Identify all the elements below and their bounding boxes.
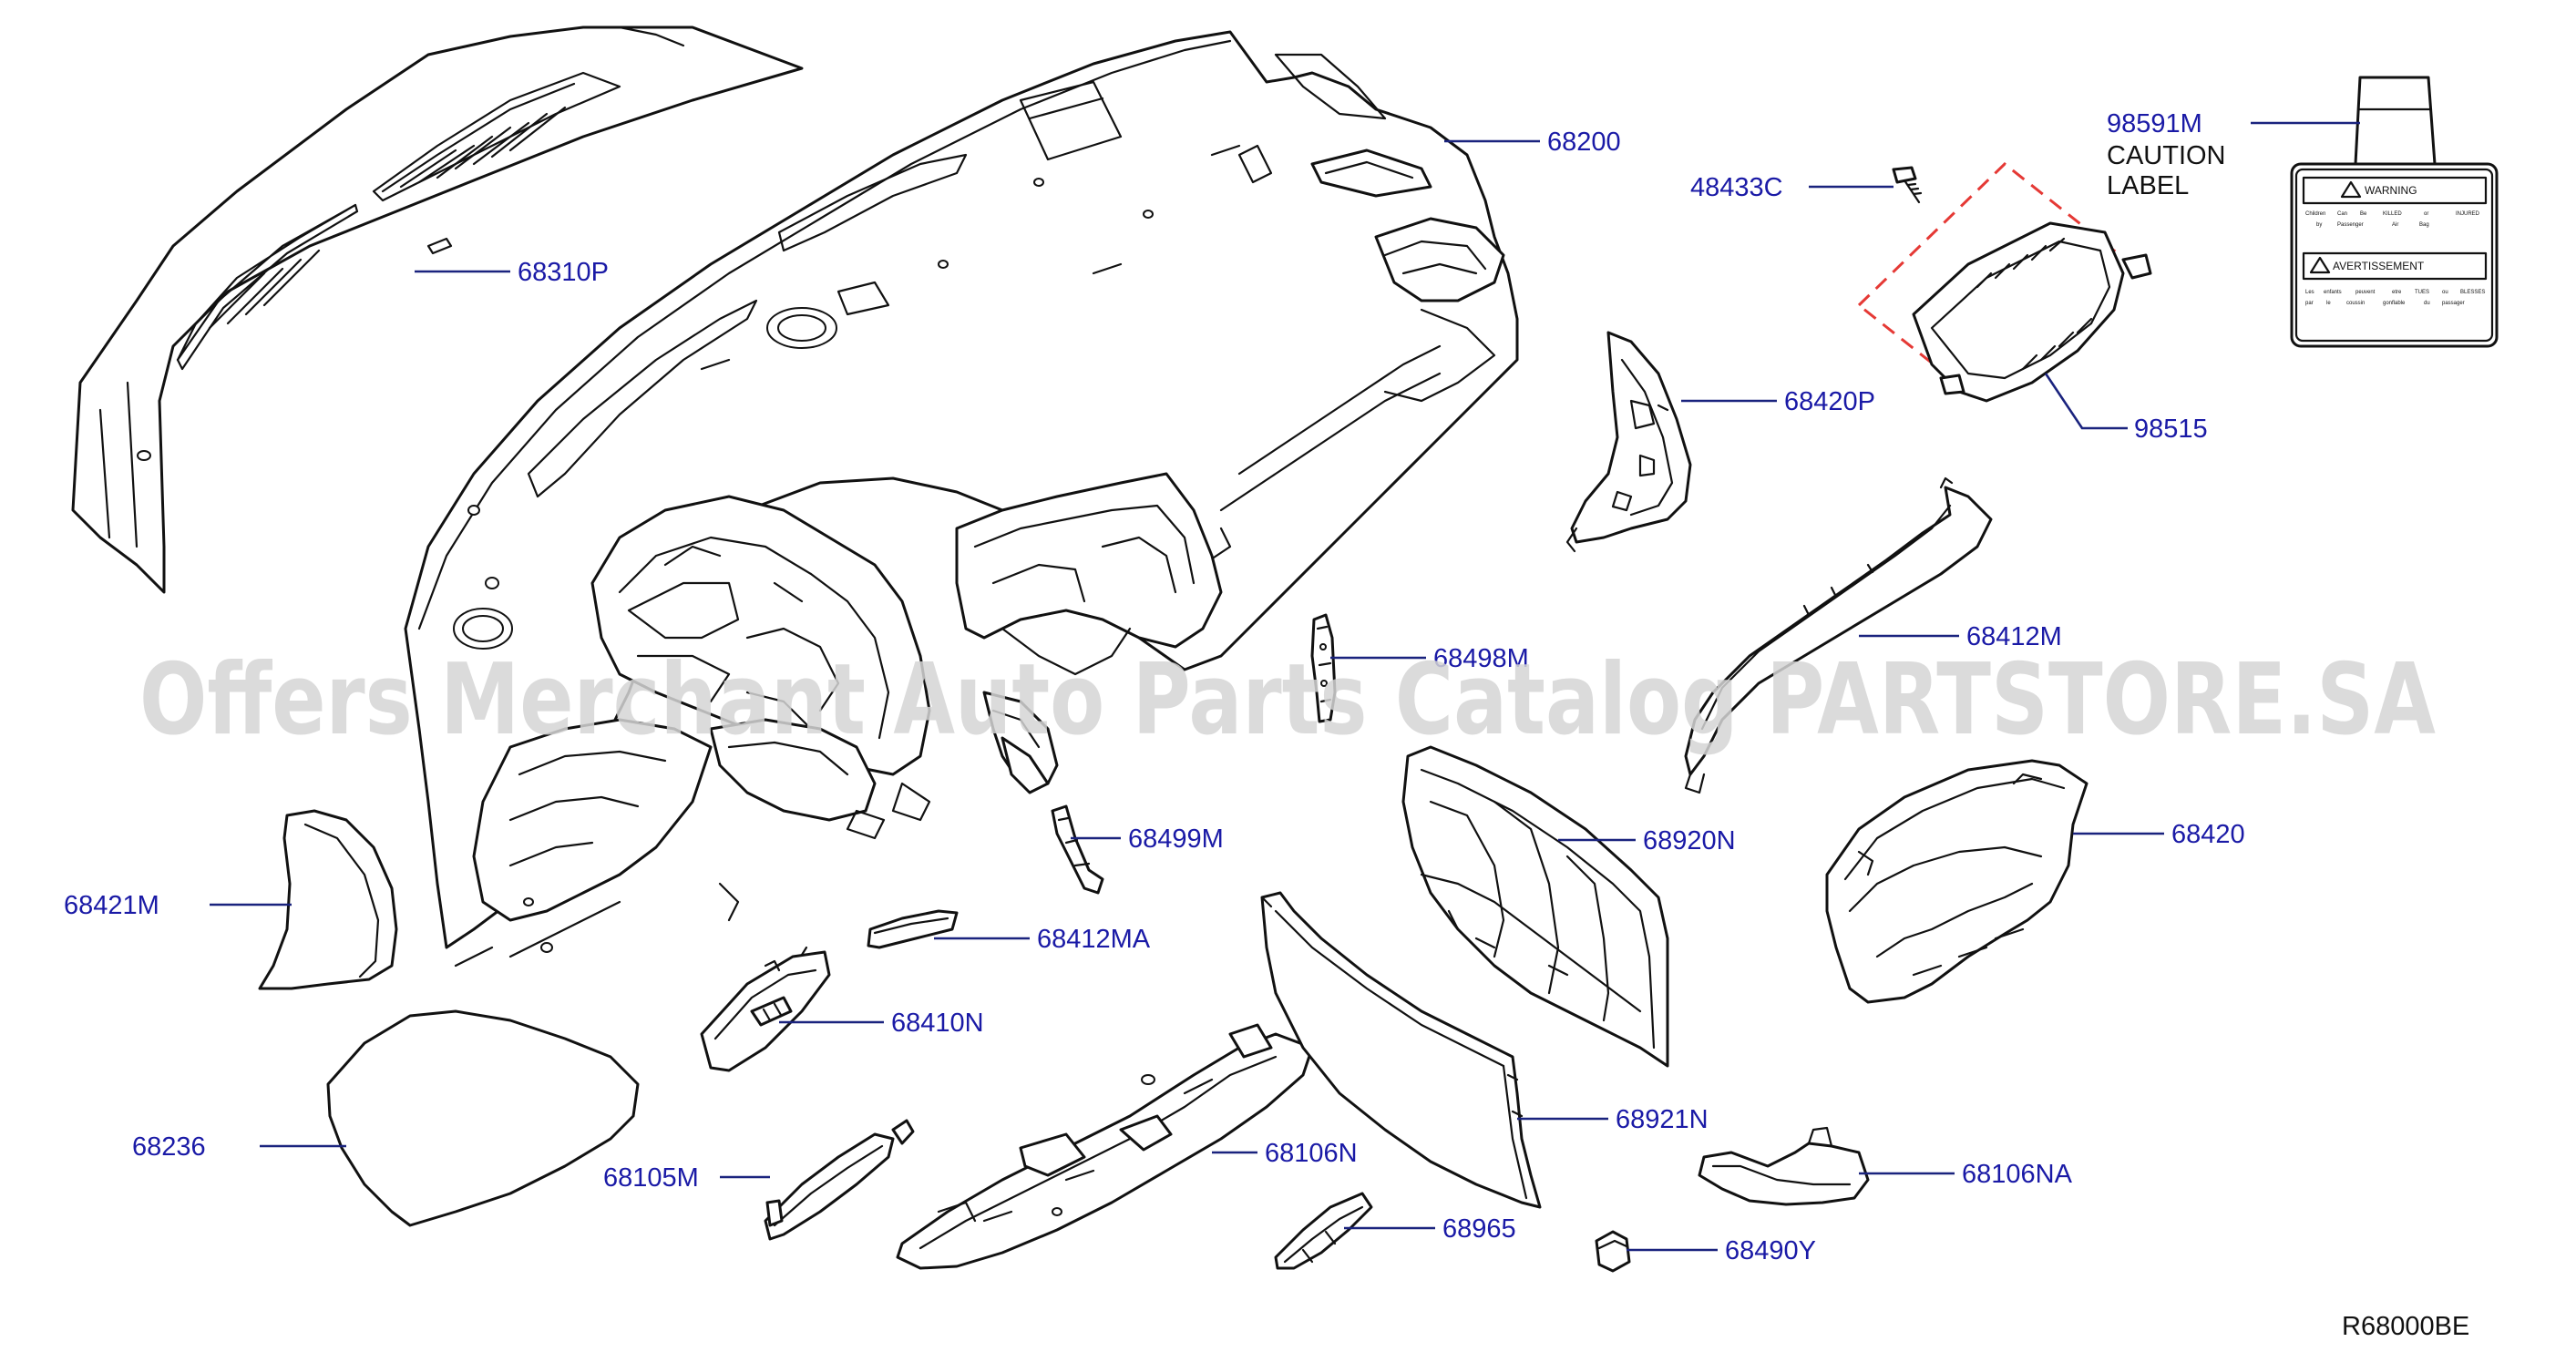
- svg-text:Be: Be: [2360, 211, 2367, 217]
- part-glovebox-inner-68920N[interactable]: [1401, 745, 1669, 1068]
- avertissement-title: AVERTISSEMENT: [2333, 260, 2425, 272]
- callout-68106NA[interactable]: 68106NA: [1962, 1160, 2073, 1189]
- callout-68420[interactable]: 68420: [2171, 820, 2245, 849]
- svg-text:or: or: [2424, 211, 2428, 217]
- part-clip-68490Y[interactable]: [1595, 1230, 1631, 1273]
- callout-68921N[interactable]: 68921N: [1616, 1105, 1709, 1134]
- caution-label-line-2: LABEL: [2107, 171, 2189, 200]
- svg-text:coussin: coussin: [2346, 301, 2365, 306]
- avert-row-2: par le coussin gonflable du passager: [2305, 301, 2465, 306]
- callout-68499M[interactable]: 68499M: [1128, 825, 1224, 854]
- callout-68412M[interactable]: 68412M: [1966, 622, 2062, 651]
- svg-text:passager: passager: [2442, 301, 2465, 306]
- caution-label-line-1: CAUTION: [2107, 141, 2226, 170]
- part-bolt[interactable]: [1892, 166, 1923, 204]
- part-bracket-68106NA[interactable]: [1698, 1126, 1870, 1206]
- callout-68490Y[interactable]: 68490Y: [1725, 1236, 1816, 1265]
- callout-68236[interactable]: 68236: [132, 1132, 206, 1162]
- part-bracket-68498M[interactable]: [1310, 613, 1337, 723]
- part-cover-68236[interactable]: [326, 1009, 640, 1227]
- part-bracket-68499M[interactable]: [1051, 804, 1104, 895]
- callout-68420P[interactable]: 68420P: [1784, 387, 1875, 416]
- svg-text:by: by: [2316, 222, 2322, 228]
- svg-text:le: le: [2326, 301, 2331, 306]
- callout-68200[interactable]: 68200: [1547, 128, 1621, 157]
- svg-text:Children: Children: [2305, 211, 2325, 217]
- part-bracket-68965[interactable]: [1274, 1192, 1373, 1270]
- watermark: Offers Merchant Auto Parts Catalog PARTS…: [139, 643, 2436, 757]
- callout-68498M[interactable]: 68498M: [1433, 644, 1529, 673]
- callout-68106N[interactable]: 68106N: [1265, 1139, 1358, 1168]
- svg-text:enfants: enfants: [2324, 290, 2342, 295]
- warning-row-2: by Passenger Air Bag: [2316, 222, 2429, 228]
- part-lower-cover-68106N[interactable]: [896, 1023, 1314, 1270]
- callout-68412MA[interactable]: 68412MA: [1037, 925, 1151, 954]
- avert-row-1: Les enfants peuvent etre TUES ou BLESSES: [2305, 290, 2485, 295]
- svg-text:INJURED: INJURED: [2456, 211, 2480, 217]
- svg-text:BLESSES: BLESSES: [2460, 290, 2485, 295]
- part-side-finisher-68420P[interactable]: [1565, 331, 1692, 553]
- svg-text:etre: etre: [2392, 290, 2402, 295]
- svg-text:Can: Can: [2337, 211, 2347, 217]
- part-finisher-68412M[interactable]: [1684, 476, 1993, 794]
- part-finisher-68412MA[interactable]: [867, 909, 959, 949]
- callout-98591M[interactable]: 98591M: [2107, 109, 2202, 138]
- svg-text:TUES: TUES: [2415, 290, 2429, 295]
- part-airbag-module[interactable]: [1856, 162, 2152, 403]
- svg-text:Les: Les: [2305, 290, 2314, 295]
- svg-text:par: par: [2305, 301, 2314, 306]
- svg-text:du: du: [2424, 301, 2430, 306]
- callout-68421M[interactable]: 68421M: [64, 891, 159, 920]
- callout-48433C[interactable]: 48433C: [1690, 173, 1783, 202]
- callout-68965[interactable]: 68965: [1442, 1214, 1516, 1244]
- part-switch-panel-68410N[interactable]: [700, 946, 831, 1072]
- part-side-cover-68421M[interactable]: [258, 809, 398, 990]
- part-cluster-lid-68420[interactable]: [1825, 759, 2089, 1004]
- svg-text:Bag: Bag: [2419, 222, 2429, 228]
- svg-text:Passenger: Passenger: [2337, 222, 2364, 228]
- callout-68310P[interactable]: 68310P: [518, 258, 609, 287]
- callout-68920N[interactable]: 68920N: [1643, 826, 1736, 855]
- callout-98515[interactable]: 98515: [2134, 415, 2208, 444]
- callout-labels: 68310P 68200 48433C 98515 68420P 68498M …: [64, 109, 2245, 1265]
- svg-text:Air: Air: [2392, 222, 2398, 228]
- svg-text:KILLED: KILLED: [2383, 211, 2402, 217]
- svg-text:ou: ou: [2442, 290, 2448, 295]
- drawing-code: R68000BE: [2342, 1312, 2469, 1341]
- svg-text:gonflable: gonflable: [2383, 301, 2406, 306]
- callout-68105M[interactable]: 68105M: [603, 1163, 699, 1193]
- svg-text:peuvent: peuvent: [2355, 290, 2376, 295]
- warning-row-1: Children Can Be KILLED or INJURED: [2305, 211, 2480, 217]
- part-upper-dash-panel[interactable]: [71, 26, 804, 594]
- part-caution-label[interactable]: WARNING Children Can Be KILLED or INJURE…: [2290, 76, 2499, 348]
- callout-68410N[interactable]: 68410N: [891, 1009, 984, 1038]
- leader-lines: [210, 121, 2360, 1252]
- part-instrument-panel[interactable]: [404, 30, 1519, 968]
- part-bracket-68105M[interactable]: [764, 1119, 915, 1241]
- part-glovebox-lid-68921N[interactable]: [1260, 891, 1542, 1209]
- warning-title: WARNING: [2365, 184, 2417, 197]
